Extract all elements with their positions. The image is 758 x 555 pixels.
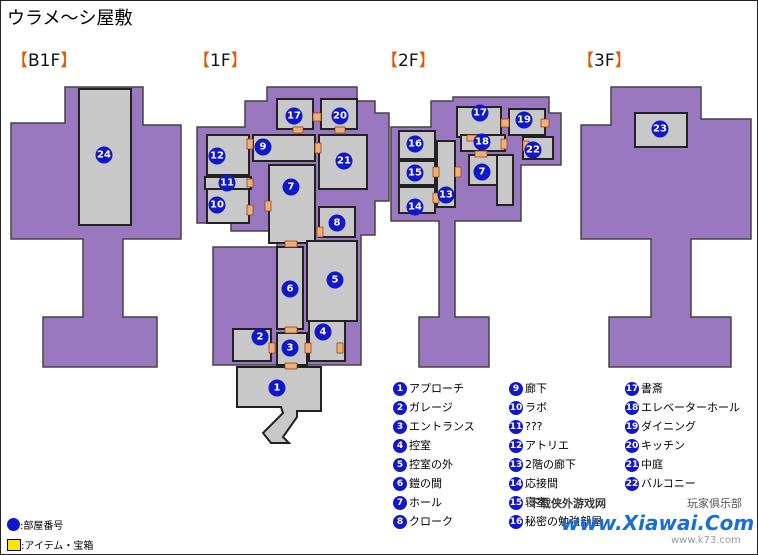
room-marker-1f-2: 2: [251, 328, 269, 346]
floor-1f-map: [196, 86, 390, 444]
room-marker-2f-18: 18: [473, 133, 491, 151]
room-marker-1f-3: 3: [281, 339, 299, 357]
room-marker-b1f-24: 24: [95, 146, 113, 164]
svg-text:12: 12: [210, 151, 224, 162]
svg-text:15: 15: [408, 168, 422, 179]
room-marker-1f-11: 11: [218, 174, 236, 192]
svg-text:2: 2: [257, 332, 264, 343]
room-marker-2f-22: 22: [524, 141, 542, 159]
chest-box-icon: [7, 538, 21, 551]
room-marker-2f-19: 19: [515, 111, 533, 129]
floor-label-3f: 【3F】: [577, 51, 632, 71]
svg-text:17: 17: [287, 111, 301, 122]
svg-text:11: 11: [220, 178, 234, 189]
svg-text:9: 9: [260, 142, 267, 153]
room-marker-1f-17: 17: [285, 107, 303, 125]
room-marker-2f-14: 14: [406, 198, 424, 216]
room-marker-2f-7: 7: [473, 163, 491, 181]
svg-text:20: 20: [333, 111, 347, 122]
room-1: [236, 366, 322, 444]
svg-text:13: 13: [439, 190, 453, 201]
room-marker-3f-23: 23: [651, 120, 669, 138]
room-marker-1f-5: 5: [326, 271, 344, 289]
svg-text:4: 4: [320, 327, 327, 338]
room-marker-1f-10: 10: [208, 196, 226, 214]
floor-label-2f: 【2F】: [381, 51, 436, 71]
room-marker-1f-12: 12: [208, 147, 226, 165]
floor-3f-map: [580, 86, 752, 368]
room-marker-2f-17: 17: [471, 104, 489, 122]
svg-text:14: 14: [408, 202, 422, 213]
page-title: ウラメ〜シ屋敷: [7, 8, 133, 29]
svg-text:21: 21: [337, 156, 351, 167]
room-marker-1f-1: 1: [268, 379, 286, 397]
room-marker-1f-8: 8: [328, 214, 346, 232]
key-item-chest: :アイテム・宝箱: [7, 537, 93, 552]
room-marker-2f-15: 15: [406, 164, 424, 182]
svg-text:23: 23: [653, 124, 667, 135]
room-marker-2f-16: 16: [406, 135, 424, 153]
svg-text:8: 8: [334, 218, 341, 229]
svg-text:24: 24: [97, 150, 111, 161]
svg-text:16: 16: [408, 139, 422, 150]
svg-text:10: 10: [210, 200, 224, 211]
watermark-site-name: 下载侠外游戏网: [529, 497, 606, 510]
floor-b1f-map: [10, 86, 182, 368]
svg-text:3: 3: [287, 343, 294, 354]
room-marker-1f-6: 6: [281, 280, 299, 298]
room-marker-1f-7: 7: [282, 178, 300, 196]
svg-text:7: 7: [288, 182, 295, 193]
svg-text:19: 19: [517, 115, 531, 126]
room-marker-1f-20: 20: [331, 107, 349, 125]
key-room-number: :部屋番号: [7, 517, 63, 532]
svg-text:22: 22: [526, 145, 540, 156]
svg-text:5: 5: [332, 275, 339, 286]
room-marker-1f-4: 4: [314, 323, 332, 341]
watermark-url-secondary: www.k73.com: [671, 535, 741, 546]
svg-text:17: 17: [473, 108, 487, 119]
floor-label-b1f: 【B1F】: [11, 51, 78, 71]
room-marker-1f-9: 9: [254, 138, 272, 156]
svg-text:1: 1: [274, 383, 281, 394]
room-markers: 24 17 20 9 12 21 11 7 10 8 6 5 2 4 3 1 1…: [95, 104, 669, 397]
legend-item: 11???: [509, 420, 543, 434]
watermark-url: www.Xiawai.Com: [561, 511, 755, 535]
svg-text:18: 18: [475, 137, 489, 148]
room-marker-2f-13: 13: [437, 186, 455, 204]
blue-dot-icon: [7, 518, 20, 531]
room-marker-1f-21: 21: [335, 152, 353, 170]
floor-label-1f: 【1F】: [193, 51, 248, 71]
svg-text:6: 6: [287, 284, 294, 295]
watermark-club: 玩家俱乐部: [687, 497, 742, 510]
svg-text:7: 7: [479, 167, 486, 178]
